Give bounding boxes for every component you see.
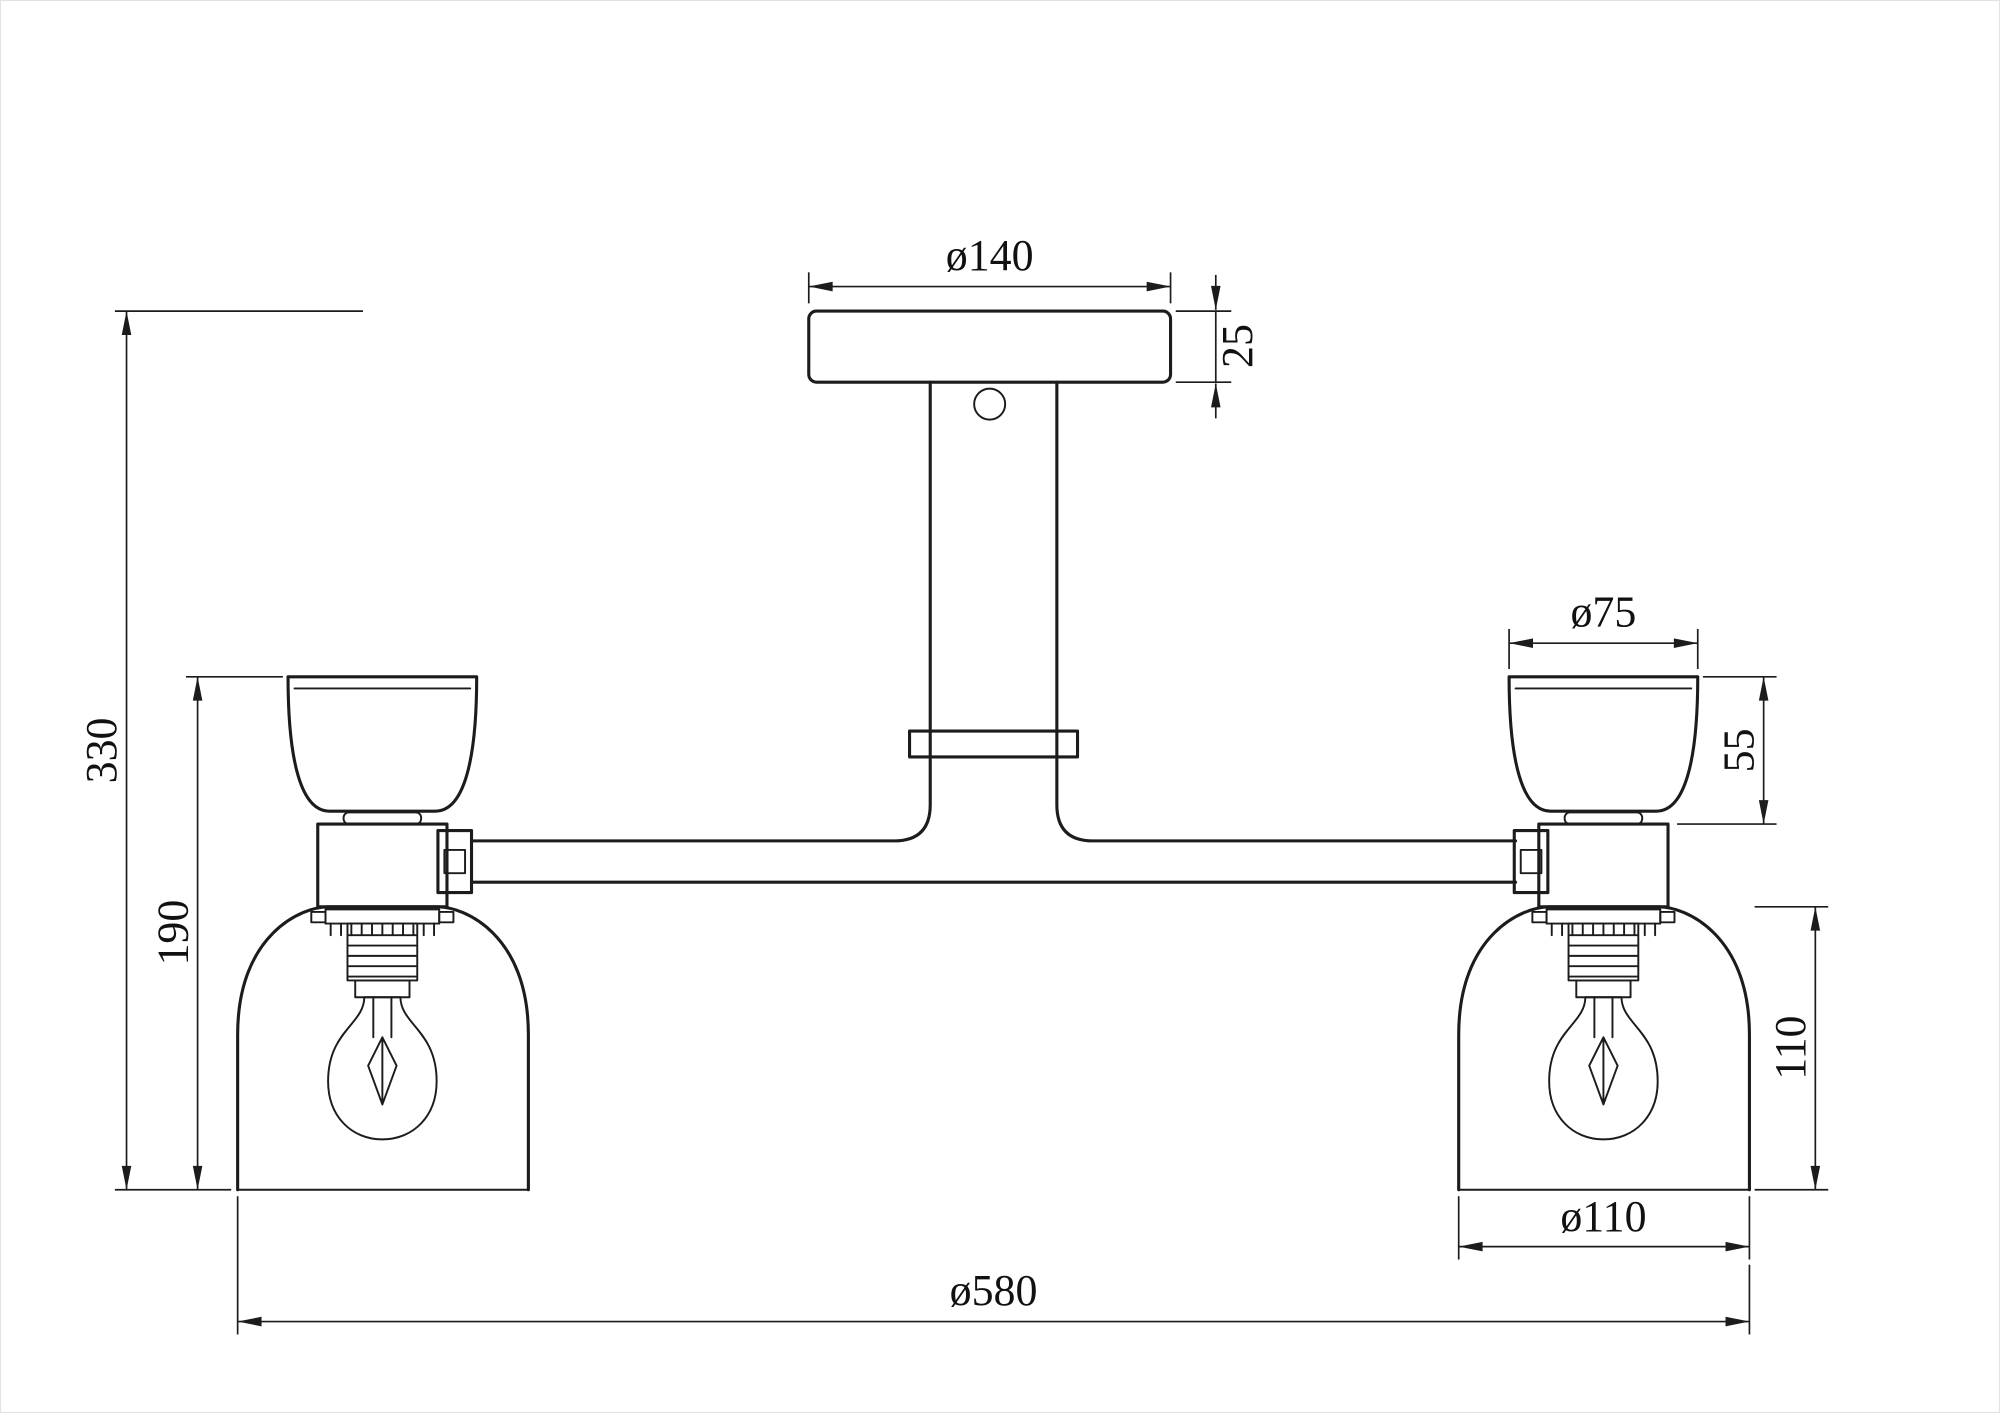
dim-label-overall-width: ø580 (950, 1266, 1038, 1315)
dim-cup-height: 55 (1677, 675, 1777, 825)
light-fixture (236, 309, 1751, 1192)
dim-cup-diameter: ø75 (1508, 587, 1699, 670)
dim-label-shade-height: 110 (1766, 1015, 1815, 1079)
dim-overall-height: 330 (77, 310, 363, 1191)
left-lamp-assembly (236, 675, 530, 1192)
dim-canopy-height: 25 (1175, 274, 1262, 419)
stem-right-arm (1055, 380, 1518, 843)
right-arm-connector (1512, 828, 1550, 895)
stem-left-arm (469, 380, 932, 843)
dim-label-shade-diameter: ø110 (1560, 1192, 1646, 1241)
dim-label-lamp-assembly-height: 190 (148, 900, 197, 966)
right-connector-detail (1519, 848, 1543, 875)
dim-shade-height: 110 (1754, 905, 1829, 1191)
dimension-annotations: ø140 25 330 190 (77, 231, 1829, 1335)
dim-shade-diameter: ø110 (1457, 1192, 1751, 1260)
left-arm-connector (436, 828, 474, 895)
dim-canopy-diameter: ø140 (807, 231, 1172, 304)
right-lamp-assembly (1457, 675, 1751, 1192)
stem-flange (908, 729, 1080, 759)
dim-overall-width: ø580 (236, 1196, 1751, 1335)
dim-label-overall-height: 330 (77, 717, 126, 783)
dim-lamp-assembly-height: 190 (148, 675, 283, 1190)
dim-label-cup-diameter: ø75 (1570, 587, 1636, 636)
left-connector-detail (443, 848, 467, 875)
canopy-screw (973, 387, 1007, 421)
dim-label-canopy-diameter: ø140 (946, 231, 1034, 280)
dim-label-canopy-height: 25 (1213, 324, 1262, 368)
ceiling-canopy (807, 309, 1173, 384)
dim-label-cup-height: 55 (1714, 728, 1763, 772)
